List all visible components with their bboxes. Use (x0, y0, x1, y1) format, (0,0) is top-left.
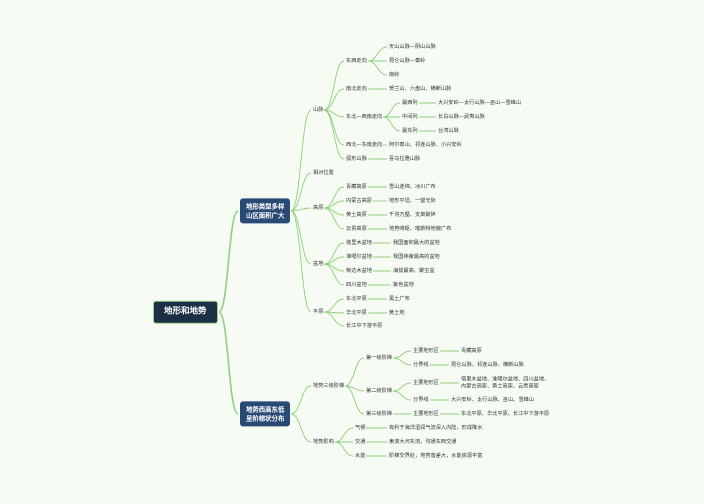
node-plain-2[interactable]: 华北平原 (346, 309, 367, 316)
node-basin-4-desc[interactable]: 紫色盆地 (393, 281, 414, 288)
node-plateau-2-desc[interactable]: 地形平坦、一望无际 (389, 197, 436, 204)
node-plain-1[interactable]: 东北平原 (346, 295, 367, 302)
node-plain-1-desc[interactable]: 黑土广布 (389, 295, 410, 302)
node-ns-direction[interactable]: 南北走向 (346, 85, 367, 92)
node-basin-2-desc[interactable]: 我国纬度最高的盆地 (393, 253, 440, 260)
node-step-2-main-label[interactable]: 主要地形区 (413, 379, 439, 386)
node-step-1[interactable]: 第一级阶梯 (366, 354, 392, 361)
node-basin-3[interactable]: 柴达木盆地 (346, 267, 372, 274)
node-step-2-bound[interactable]: 大兴安岭、太行山脉、巫山、雪峰山 (451, 396, 535, 403)
node-step-2[interactable]: 第二级阶梯 (366, 387, 392, 394)
node-nesw-mid[interactable]: 中间列 (402, 113, 418, 120)
node-step-3-main[interactable]: 东北平原、华北平原、长江中下游平原 (461, 410, 550, 417)
connector-node-ns-direction (323, 88, 345, 111)
connector-node-step-2-bound-label (392, 390, 412, 401)
node-basin-1[interactable]: 塔里木盆地 (346, 239, 372, 246)
node-influence-hydro-desc[interactable]: 阶梯交界处，地势落差大，水能资源丰富 (389, 452, 483, 459)
branch-terrain-types[interactable]: 地形类型多样山区面积广大 (240, 198, 291, 224)
node-influence[interactable]: 地势影响 (313, 438, 334, 445)
node-arc-mountains[interactable]: 弧形山脉 (346, 155, 367, 162)
connector-node-nwse-direction (323, 109, 345, 146)
node-nesw-east[interactable]: 最东列 (402, 127, 418, 134)
node-basin-3-desc[interactable]: 海拔最高、聚宝盆 (393, 267, 435, 274)
connector-node-influence-climate (334, 427, 354, 443)
connector-node-three-steps (290, 385, 312, 415)
node-nesw-east-text[interactable]: 台湾山脉 (438, 127, 459, 134)
node-step-1-main-label[interactable]: 主要地形区 (413, 347, 439, 354)
connector-node-mountains (290, 109, 312, 212)
node-step-2-main[interactable]: 塔里木盆地、准噶尔盆地、四川盆地、内蒙古高原、黄土高原、云贵高原 (461, 376, 550, 390)
connector-node-basins (290, 210, 312, 265)
connector-node-basin-4 (323, 263, 345, 286)
node-plain-2-desc[interactable]: 黄土地 (389, 309, 405, 316)
node-influence-traffic[interactable]: 交通 (355, 438, 366, 445)
node-relative-position[interactable]: 相对位置 (313, 169, 334, 176)
node-basin-2[interactable]: 准噶尔盆地 (346, 253, 372, 260)
node-nesw-west[interactable]: 最西列 (402, 99, 418, 106)
connector-node-ew-direction (323, 60, 345, 111)
connector-branch-terrain-types (218, 210, 239, 313)
connector-node-step-1-main-label (392, 350, 412, 359)
node-plains[interactable]: 平原 (313, 308, 324, 315)
connector-node-relative-position (290, 172, 312, 212)
node-nwse-direction[interactable]: 西北—东南走向 (346, 141, 383, 148)
branch-elevation[interactable]: 地势西高东低呈阶梯状分布 (240, 401, 291, 427)
connector-node-nesw-east (382, 116, 401, 132)
connector-node-step-1-bound-label (392, 357, 412, 366)
connector-node-nesw-west (382, 102, 401, 118)
node-plateau-4-desc[interactable]: 地势崎岖、喀斯特地貌广布 (389, 225, 452, 232)
connector-node-influence (290, 413, 312, 443)
node-ns-text[interactable]: 贺兰山、六盘山、横断山脉 (389, 85, 452, 92)
connector-node-influence-hydro (334, 441, 354, 457)
connector-node-step-3 (344, 385, 365, 415)
connector-node-plains (290, 210, 312, 313)
connector-node-plateau-4 (323, 207, 345, 230)
node-plain-3[interactable]: 长江中下游平原 (346, 322, 383, 329)
node-step-1-bound[interactable]: 昆仑山脉、祁连山脉、横断山脉 (451, 361, 524, 368)
node-ew-direction[interactable]: 东西走向 (346, 57, 367, 64)
node-basins[interactable]: 盆地 (313, 260, 324, 267)
node-nesw-west-text[interactable]: 大兴安岭—太行山脉—巫山—雪峰山 (438, 99, 522, 106)
connector-node-ew-item-3 (367, 60, 388, 76)
node-plateau-4[interactable]: 云贵高原 (346, 225, 367, 232)
node-mountains[interactable]: 山脉 (313, 106, 324, 113)
node-step-2-bound-label[interactable]: 分界线 (413, 396, 429, 403)
node-step-1-main[interactable]: 青藏高原 (461, 347, 482, 354)
node-three-steps[interactable]: 地势三级阶梯 (313, 382, 345, 389)
node-ew-item-3[interactable]: 南岭 (389, 71, 400, 78)
node-nwse-text[interactable]: 阿尔泰山、祁连山脉、小兴安岭 (389, 141, 462, 148)
root-node[interactable]: 地形和地势 (153, 300, 218, 324)
node-basin-1-desc[interactable]: 我国面积最大的盆地 (393, 239, 440, 246)
connector-node-step-1 (344, 357, 365, 387)
node-step-3[interactable]: 第三级阶梯 (366, 410, 392, 417)
connector-branch-elevation (218, 311, 239, 415)
node-plateaus[interactable]: 高原 (313, 204, 324, 211)
node-influence-climate-desc[interactable]: 有利于海洋湿润气流深入内陆，形成降水 (389, 424, 483, 431)
node-influence-traffic-desc[interactable]: 東滚大河东流，沟通东西交通 (389, 438, 457, 445)
node-plateau-1-desc[interactable]: 雪山连绵、冰川广布 (389, 183, 436, 190)
node-influence-hydro[interactable]: 水能 (355, 452, 366, 459)
node-nesw-mid-text[interactable]: 长白山脉—武夷山脉 (438, 113, 485, 120)
node-plateau-3-desc[interactable]: 千沟万壑、支离破碎 (389, 211, 436, 218)
node-plateau-1[interactable]: 青藏高原 (346, 183, 367, 190)
node-plateau-3[interactable]: 黄土高原 (346, 211, 367, 218)
node-arc-text[interactable]: 喜马拉雅山脉 (389, 155, 421, 162)
connector-node-ew-item-1 (367, 46, 388, 62)
node-step-3-main-label[interactable]: 主要地形区 (413, 410, 439, 417)
node-plateau-2[interactable]: 内蒙古高原 (346, 197, 372, 204)
connector-node-step-2-main-label (392, 382, 412, 392)
connector-node-plateaus (290, 207, 312, 212)
connector-node-arc-mountains (323, 109, 345, 160)
node-ew-item-1[interactable]: 天山山脉—阴山山脉 (389, 43, 436, 50)
node-ew-item-2[interactable]: 昆仑山脉—秦岭 (389, 57, 426, 64)
node-basin-4[interactable]: 四川盆地 (346, 281, 367, 288)
connector-node-plain-1 (323, 298, 345, 313)
connector-node-plain-3 (323, 311, 345, 327)
node-nesw-direction[interactable]: 东北—西南走向 (346, 113, 383, 120)
node-influence-climate[interactable]: 气候 (355, 424, 366, 431)
node-step-1-bound-label[interactable]: 分界线 (413, 361, 429, 368)
